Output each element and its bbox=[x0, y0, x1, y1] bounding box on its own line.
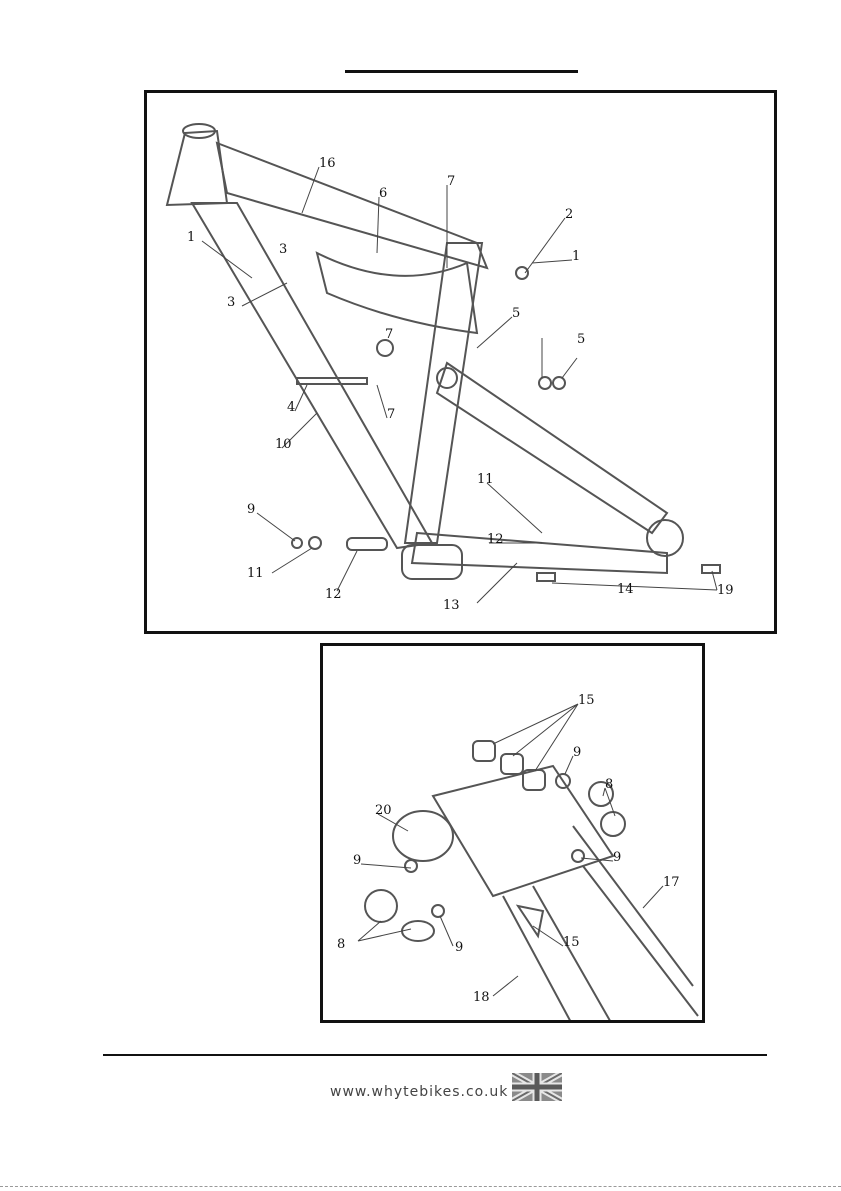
main-callout-5: 1 bbox=[572, 249, 580, 264]
main-callout-4: 2 bbox=[565, 207, 573, 222]
pivot-main bbox=[437, 368, 457, 388]
down-tube bbox=[192, 203, 432, 548]
bushing-4 bbox=[377, 340, 393, 356]
detail-callout-7: 17 bbox=[663, 875, 680, 890]
bolt-15b bbox=[501, 754, 523, 774]
website-url[interactable]: www.whytebikes.co.uk bbox=[330, 1084, 508, 1100]
washer-5 bbox=[539, 377, 551, 389]
detail-callout-2: 9 bbox=[573, 745, 581, 760]
main-callout-6: 1 bbox=[187, 230, 195, 245]
union-jack-icon bbox=[512, 1073, 562, 1101]
main-callout-19: 12 bbox=[325, 587, 342, 602]
axle-13 bbox=[347, 538, 387, 550]
detail-callout-10: 15 bbox=[563, 935, 580, 950]
main-callout-15: 9 bbox=[247, 502, 255, 517]
nut-7 bbox=[553, 377, 565, 389]
footer-divider bbox=[103, 1054, 767, 1056]
rear-pivot-detail-view: 15 9 8 20 9 9 17 8 9 15 18 bbox=[323, 646, 702, 1020]
detail-callout-6: 9 bbox=[613, 850, 621, 865]
main-callout-16: 11 bbox=[477, 472, 494, 487]
detail-callout-1: 15 bbox=[578, 693, 595, 708]
main-callout-22: 14 bbox=[617, 582, 634, 597]
main-callout-11: 7 bbox=[385, 327, 393, 342]
main-callout-7: 3 bbox=[227, 295, 235, 310]
main-callout-9: 5 bbox=[512, 306, 520, 321]
main-callout-1: 16 bbox=[319, 156, 336, 171]
main-callout-14: 10 bbox=[275, 437, 292, 452]
detail-callout-8: 8 bbox=[337, 937, 345, 952]
detail-callout-5: 9 bbox=[353, 853, 361, 868]
detail-callout-4: 20 bbox=[375, 803, 392, 818]
main-callout-8: 3 bbox=[279, 242, 287, 257]
bolt-2 bbox=[516, 267, 528, 279]
main-callout-2: 7 bbox=[447, 174, 455, 189]
detail-callout-11: 18 bbox=[473, 990, 490, 1005]
washer-9b bbox=[432, 905, 444, 917]
rocker-link bbox=[317, 253, 477, 333]
main-callout-21: 19 bbox=[717, 583, 734, 598]
detail-callout-9: 9 bbox=[455, 940, 463, 955]
main-callout-12: 4 bbox=[287, 400, 295, 415]
chain-stay bbox=[412, 533, 667, 573]
cap-8d bbox=[402, 921, 434, 941]
seat-stay bbox=[437, 363, 667, 533]
main-callout-3: 6 bbox=[379, 186, 387, 201]
main-callout-17: 11 bbox=[247, 566, 264, 581]
bolt-14 bbox=[537, 573, 555, 581]
page-bottom-edge bbox=[0, 1186, 841, 1187]
washer-9c bbox=[405, 860, 417, 872]
main-callout-10: 5 bbox=[577, 332, 585, 347]
bearing-8c bbox=[365, 890, 397, 922]
bottom-bracket bbox=[402, 545, 462, 579]
bearing-8b bbox=[601, 812, 625, 836]
detail-callout-3: 8 bbox=[605, 777, 613, 792]
bolt-14b bbox=[702, 565, 720, 573]
main-callout-18: 12 bbox=[487, 532, 504, 547]
washer-12 bbox=[309, 537, 321, 549]
main-callout-13: 7 bbox=[387, 407, 395, 422]
rear-pivot-detail-panel: 15 9 8 20 9 9 17 8 9 15 18 bbox=[320, 643, 705, 1023]
main-callout-20: 13 bbox=[443, 598, 460, 613]
washer-9d bbox=[572, 850, 584, 862]
bolt-15a bbox=[473, 741, 495, 761]
axle-10 bbox=[297, 378, 367, 384]
head-tube bbox=[167, 131, 227, 205]
title-underline bbox=[345, 70, 578, 73]
pivot-housing-20 bbox=[393, 811, 453, 861]
rear-dropout bbox=[647, 520, 683, 556]
